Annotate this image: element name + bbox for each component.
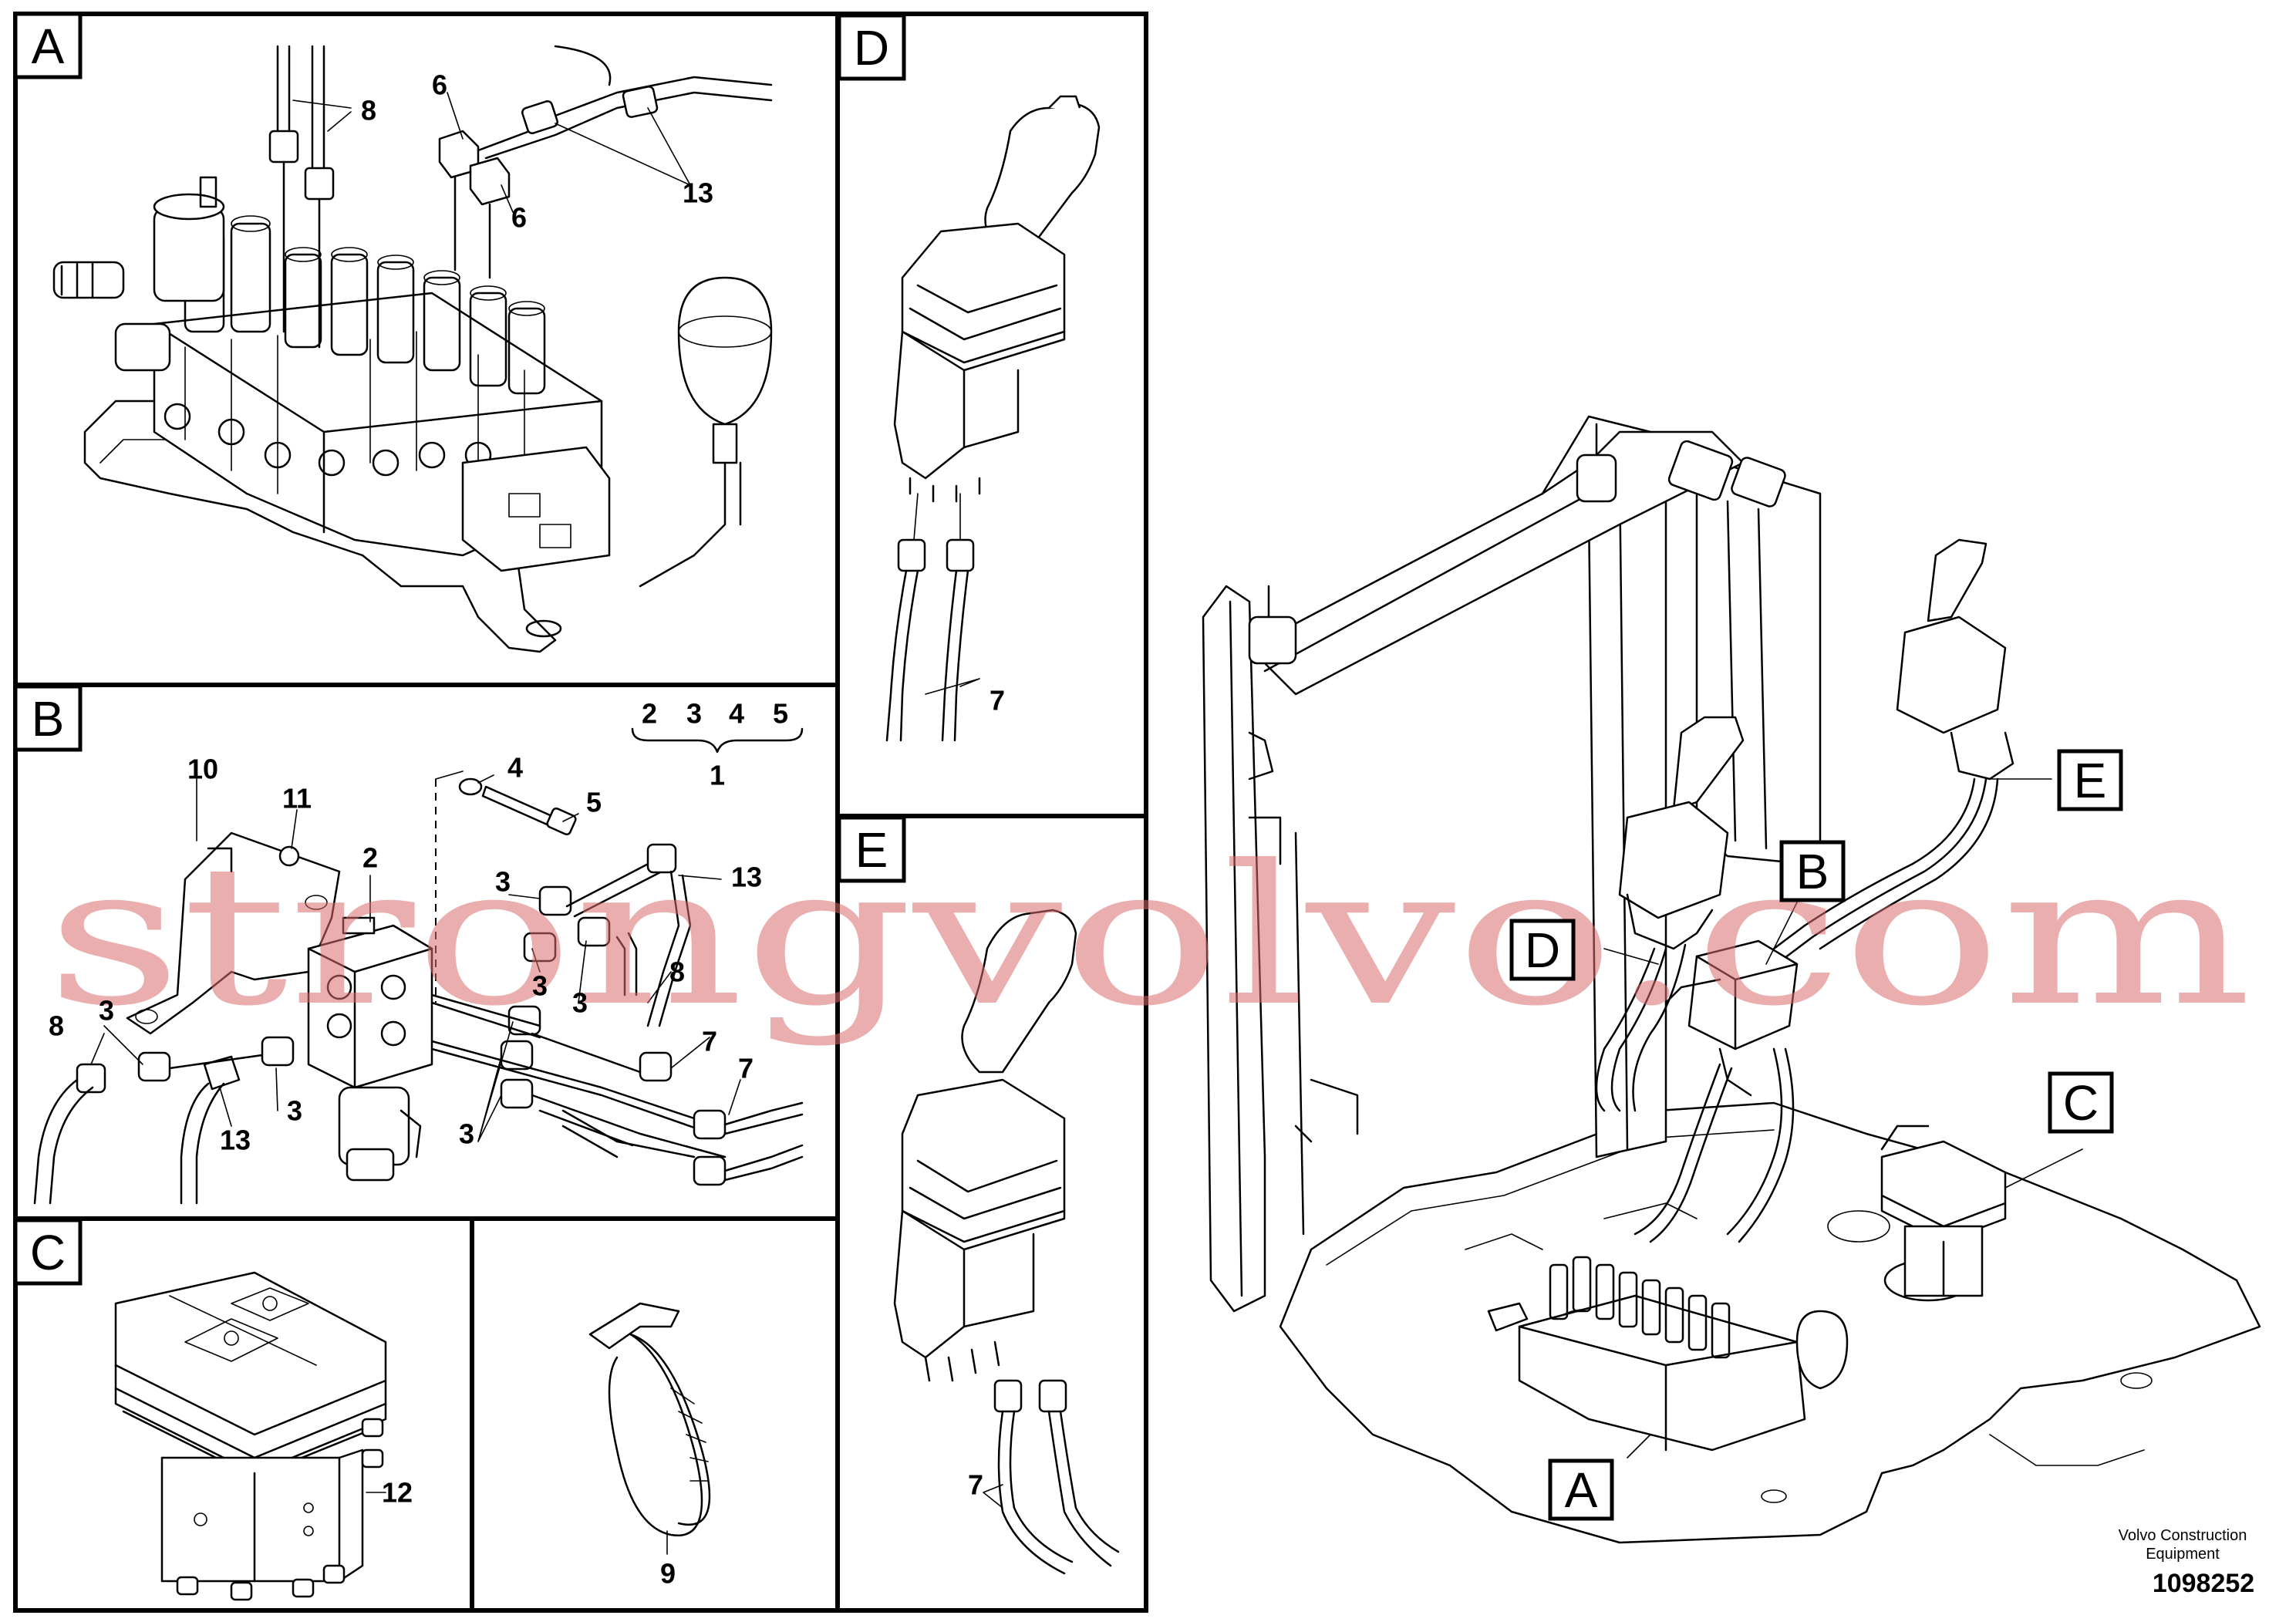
callout-d-7: 7 bbox=[990, 685, 1005, 717]
callout-b-group-2: 2 bbox=[642, 698, 657, 730]
callout-b-group-1: 1 bbox=[710, 760, 725, 791]
callout-b-8-right: 8 bbox=[669, 956, 685, 988]
panel-letter-c: C bbox=[13, 1218, 83, 1286]
panel-b-drawing bbox=[33, 727, 804, 1205]
panel-letter-a-text: A bbox=[32, 19, 65, 74]
panel-letter-d-text: D bbox=[854, 20, 889, 76]
overview-label-a: A bbox=[1548, 1458, 1614, 1521]
callout-b-3-c: 3 bbox=[572, 987, 588, 1019]
callout-e-7: 7 bbox=[968, 1469, 983, 1501]
callout-b-7-a: 7 bbox=[702, 1026, 717, 1057]
overview-label-d: D bbox=[1509, 919, 1576, 981]
panel-letter-b-text: B bbox=[32, 691, 65, 747]
callouts: 8 6 6 13 10 11 2 4 5 2 3 4 5 1 3 3 3 3 3… bbox=[49, 69, 1005, 1590]
overview-label-b-text: B bbox=[1796, 844, 1829, 899]
panel-letter-d: D bbox=[837, 13, 906, 81]
callout-b-3-e: 3 bbox=[99, 995, 114, 1027]
panel-e-drawing bbox=[893, 909, 1120, 1575]
callout-b-group-3: 3 bbox=[686, 698, 702, 730]
panel-9-drawing bbox=[588, 1302, 711, 1555]
callout-a-6-bottom: 6 bbox=[511, 202, 527, 234]
overview-label-c: C bbox=[2048, 1071, 2114, 1134]
panel-letter-e-text: E bbox=[855, 822, 888, 878]
panel-a-drawing bbox=[52, 45, 773, 653]
callout-b-5: 5 bbox=[586, 787, 602, 818]
callout-a-13: 13 bbox=[683, 177, 713, 209]
callout-b-group-4: 4 bbox=[729, 698, 744, 730]
panel-letter-e: E bbox=[837, 815, 906, 883]
callout-a-6-top: 6 bbox=[432, 69, 447, 101]
panel-c-drawing bbox=[114, 1271, 387, 1601]
callout-b-13-top: 13 bbox=[731, 862, 762, 893]
watermark: strongvolvo.com bbox=[46, 824, 2252, 1048]
overview-label-a-text: A bbox=[1565, 1462, 1598, 1518]
document-number: 1098252 bbox=[2153, 1569, 2254, 1598]
callout-9: 9 bbox=[660, 1558, 676, 1590]
overview-label-d-text: D bbox=[1525, 922, 1560, 978]
callout-b-2: 2 bbox=[362, 842, 378, 874]
callout-b-3-d: 3 bbox=[459, 1118, 474, 1150]
overview-label-e: E bbox=[2057, 749, 2123, 811]
company-name-line2: Equipment bbox=[2146, 1546, 2220, 1563]
panel-frames bbox=[13, 12, 1148, 1613]
overview-drawing bbox=[1202, 415, 2261, 1544]
callout-b-7-b: 7 bbox=[738, 1053, 754, 1084]
panel-letter-c-text: C bbox=[30, 1225, 66, 1280]
panel-letter-a: A bbox=[13, 12, 83, 79]
callout-a-8: 8 bbox=[361, 95, 376, 126]
company-name-line1: Volvo Construction bbox=[2119, 1527, 2247, 1544]
callout-c-12: 12 bbox=[382, 1477, 413, 1509]
footer: Volvo Construction Equipment 1098252 bbox=[2119, 1527, 2255, 1598]
callout-b-4: 4 bbox=[507, 752, 523, 784]
callout-b-3-a: 3 bbox=[495, 866, 511, 898]
callout-b-group-5: 5 bbox=[773, 698, 788, 730]
callout-b-10: 10 bbox=[187, 754, 218, 785]
overview-label-c-text: C bbox=[2063, 1075, 2099, 1131]
callout-b-8-left: 8 bbox=[49, 1010, 64, 1042]
callout-b-3-f: 3 bbox=[287, 1095, 302, 1127]
callout-b-3-b: 3 bbox=[532, 970, 548, 1002]
overview-label-b: B bbox=[1779, 840, 1846, 902]
callout-b-11: 11 bbox=[282, 783, 312, 814]
callout-b-13-bottom: 13 bbox=[220, 1125, 251, 1156]
overview-label-e-text: E bbox=[2074, 753, 2107, 808]
panel-letter-b: B bbox=[13, 684, 83, 752]
panel-d-drawing bbox=[885, 95, 1101, 742]
